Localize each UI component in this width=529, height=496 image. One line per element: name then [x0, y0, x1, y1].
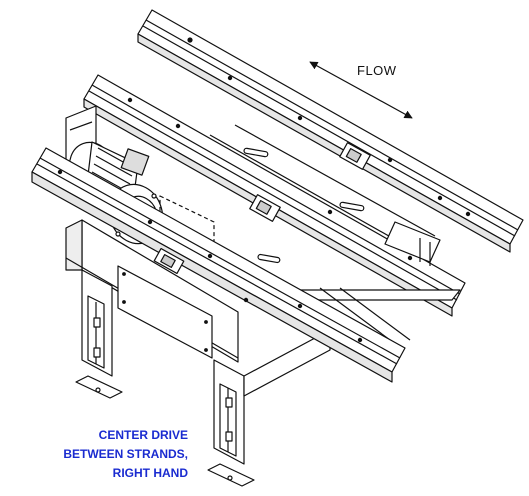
flow-label: FLOW	[357, 63, 397, 78]
support-leg-left	[75, 269, 123, 399]
caption-line-3: RIGHT HAND	[112, 466, 188, 480]
caption-line-1: CENTER DRIVE	[98, 428, 188, 442]
drive-caption: CENTER DRIVE BETWEEN STRANDS, RIGHT HAND	[63, 426, 188, 483]
caption-line-2: BETWEEN STRANDS,	[63, 447, 188, 461]
access-panel	[117, 265, 213, 359]
front-rail	[31, 147, 406, 383]
middle-rail	[83, 74, 466, 317]
frame-bed	[209, 124, 461, 341]
back-rail	[137, 9, 524, 253]
support-leg-right	[207, 329, 331, 487]
flow-arrow	[309, 61, 413, 119]
